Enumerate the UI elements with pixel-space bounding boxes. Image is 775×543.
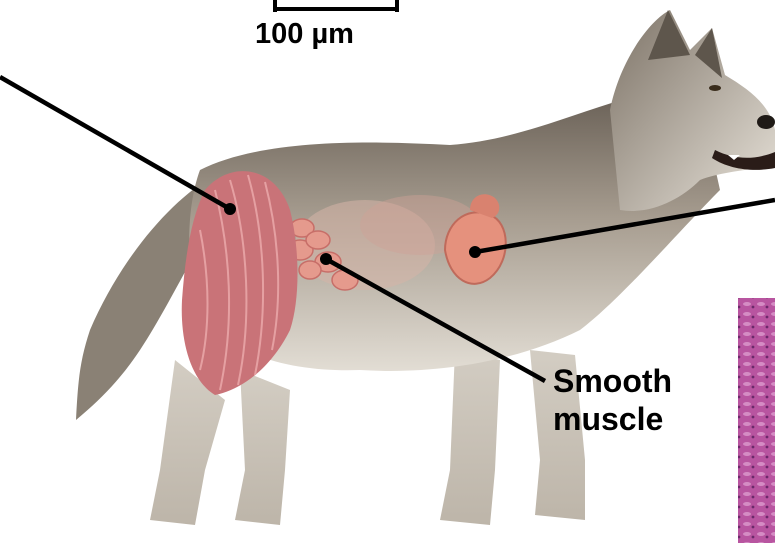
wolf-illustration: [76, 10, 775, 525]
scale-bar-label: 100 µm: [255, 18, 354, 51]
smooth-muscle-label: Smooth muscle: [553, 362, 672, 438]
pointer-skeletal-muscle: [0, 77, 236, 215]
smooth-muscle-label-line2: muscle: [553, 400, 672, 438]
smooth-muscle-label-line1: Smooth: [553, 362, 672, 400]
scale-bar: [274, 0, 398, 12]
muscle-tissue-micrograph: [738, 298, 775, 543]
